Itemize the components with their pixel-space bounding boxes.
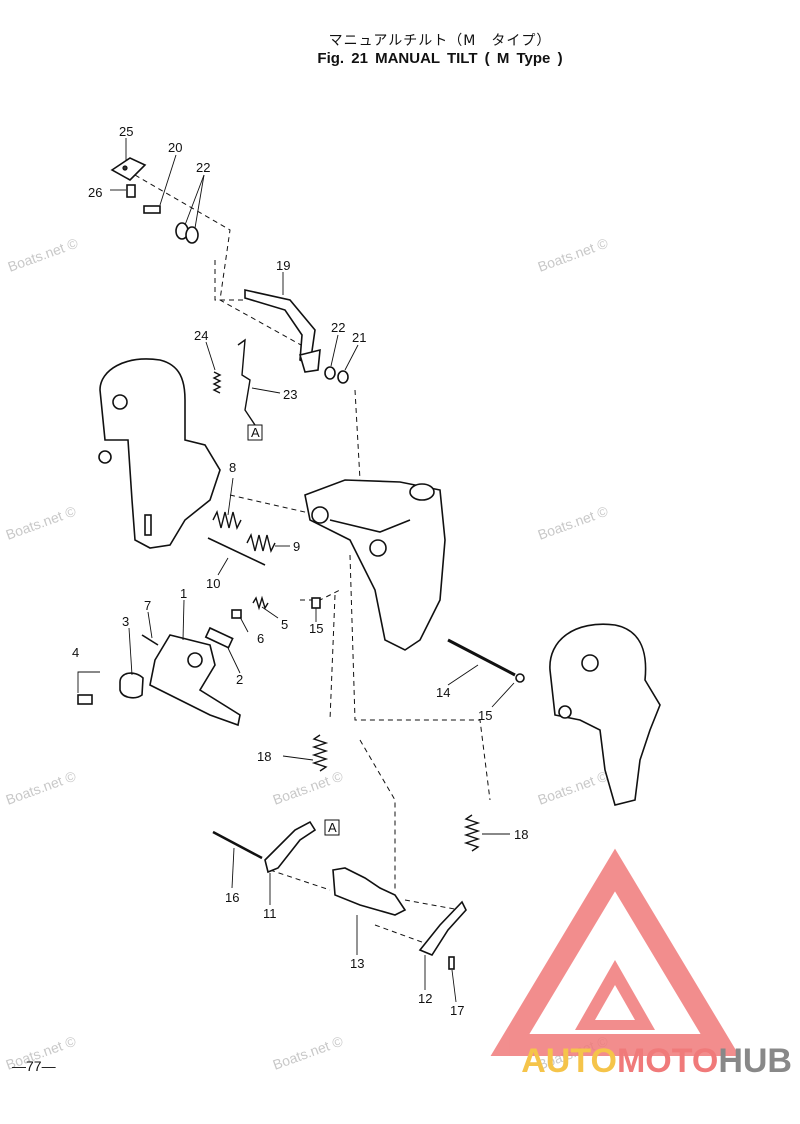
left-clamp-bracket <box>98 358 221 549</box>
callout-label: 15 <box>478 708 492 723</box>
part-20-bolt <box>143 205 161 214</box>
callout-label: 21 <box>352 330 366 345</box>
callout-label: 11 <box>263 906 277 921</box>
callout-label: 9 <box>293 539 300 554</box>
brand-moto: MOTO <box>616 1042 719 1080</box>
watermark: Boats.net © <box>271 767 346 807</box>
part-23-rod <box>237 338 256 426</box>
callout-label: 25 <box>119 124 133 139</box>
callout-label: 22 <box>331 320 345 335</box>
callout-label: 8 <box>229 460 236 475</box>
brand-auto: AUTO <box>521 1042 617 1080</box>
part-8-spring <box>212 509 242 531</box>
watermark: Boats.net © <box>536 234 611 274</box>
callout-label: 26 <box>88 185 102 200</box>
figure-title: Fig. 21 MANUAL TILT ( M Type ) <box>317 50 563 67</box>
callout-label: 7 <box>144 598 151 613</box>
page-number: —77— <box>12 1058 56 1074</box>
part-22-washers <box>175 222 199 244</box>
part-16-rod <box>212 830 263 860</box>
watermark: Boats.net © <box>271 1032 346 1072</box>
part-1-stopper <box>149 634 241 727</box>
figure-title-japanese: マニュアルチルト（M タイプ） <box>328 33 552 49</box>
callout-labels: 25 20 22 26 19 22 21 24 23 A 8 9 10 7 3 … <box>72 124 528 1018</box>
callout-label: A <box>328 820 337 835</box>
watermark: Boats.net © <box>6 234 81 274</box>
part-6-collar <box>231 609 242 619</box>
part-19-lever <box>244 289 321 373</box>
automotohub-logo-mark <box>490 848 740 1056</box>
callout-label: 24 <box>194 328 208 343</box>
watermark: Boats.net © <box>536 767 611 807</box>
callout-label: 4 <box>72 645 79 660</box>
part-12-lever <box>418 900 467 956</box>
part-4-bolt <box>77 694 93 705</box>
callout-label: 22 <box>196 160 210 175</box>
part-24-spring <box>212 371 222 394</box>
watermark: Boats.net © <box>4 767 79 807</box>
part-9-spring <box>246 532 276 554</box>
part-15-clip <box>311 597 321 609</box>
watermark: Boats.net © <box>536 502 611 542</box>
part-14-shaft <box>447 638 525 683</box>
callout-label: 16 <box>225 890 239 905</box>
part-3-plate <box>119 672 144 699</box>
part-10-rod <box>207 537 266 566</box>
watermark: Boats.net © <box>4 502 79 542</box>
callout-label: A <box>251 425 260 440</box>
part-17-pin <box>448 956 455 970</box>
callout-label: 18 <box>257 749 271 764</box>
brand-logo-text: AUTOMOTOHUB <box>521 1042 792 1081</box>
callout-label: 12 <box>418 991 432 1006</box>
part-2-pin <box>204 626 234 649</box>
callout-label: 13 <box>350 956 364 971</box>
callout-label: 2 <box>236 672 243 687</box>
callout-label: 17 <box>450 1003 464 1018</box>
callout-label: 15 <box>309 621 323 636</box>
callout-label: 1 <box>180 586 187 601</box>
part-7-pin <box>141 634 159 646</box>
leader-lines <box>77 138 515 1003</box>
swivel-bracket <box>304 479 446 651</box>
callout-box-a <box>247 424 263 441</box>
brand-hub: HUB <box>718 1042 792 1080</box>
callout-label: 6 <box>257 631 264 646</box>
part-22-21-washers <box>324 366 349 384</box>
callout-label: 10 <box>206 576 220 591</box>
callout-label: 3 <box>122 614 129 629</box>
part-26-bolt <box>126 184 136 198</box>
callout-label: 18 <box>514 827 528 842</box>
part-11-lever <box>264 820 317 874</box>
right-clamp-bracket <box>549 623 661 806</box>
callout-label: 19 <box>276 258 290 273</box>
callout-label: 20 <box>168 140 182 155</box>
part-13-link <box>332 867 407 916</box>
part-25-clip <box>110 157 147 181</box>
callout-label: 14 <box>436 685 450 700</box>
part-18-spring-left <box>311 734 329 772</box>
callout-box-a <box>324 819 340 836</box>
part-5-spring <box>252 595 269 611</box>
callout-label: 5 <box>281 617 288 632</box>
callout-label: 23 <box>283 387 297 402</box>
part-18-spring-right <box>463 814 481 852</box>
